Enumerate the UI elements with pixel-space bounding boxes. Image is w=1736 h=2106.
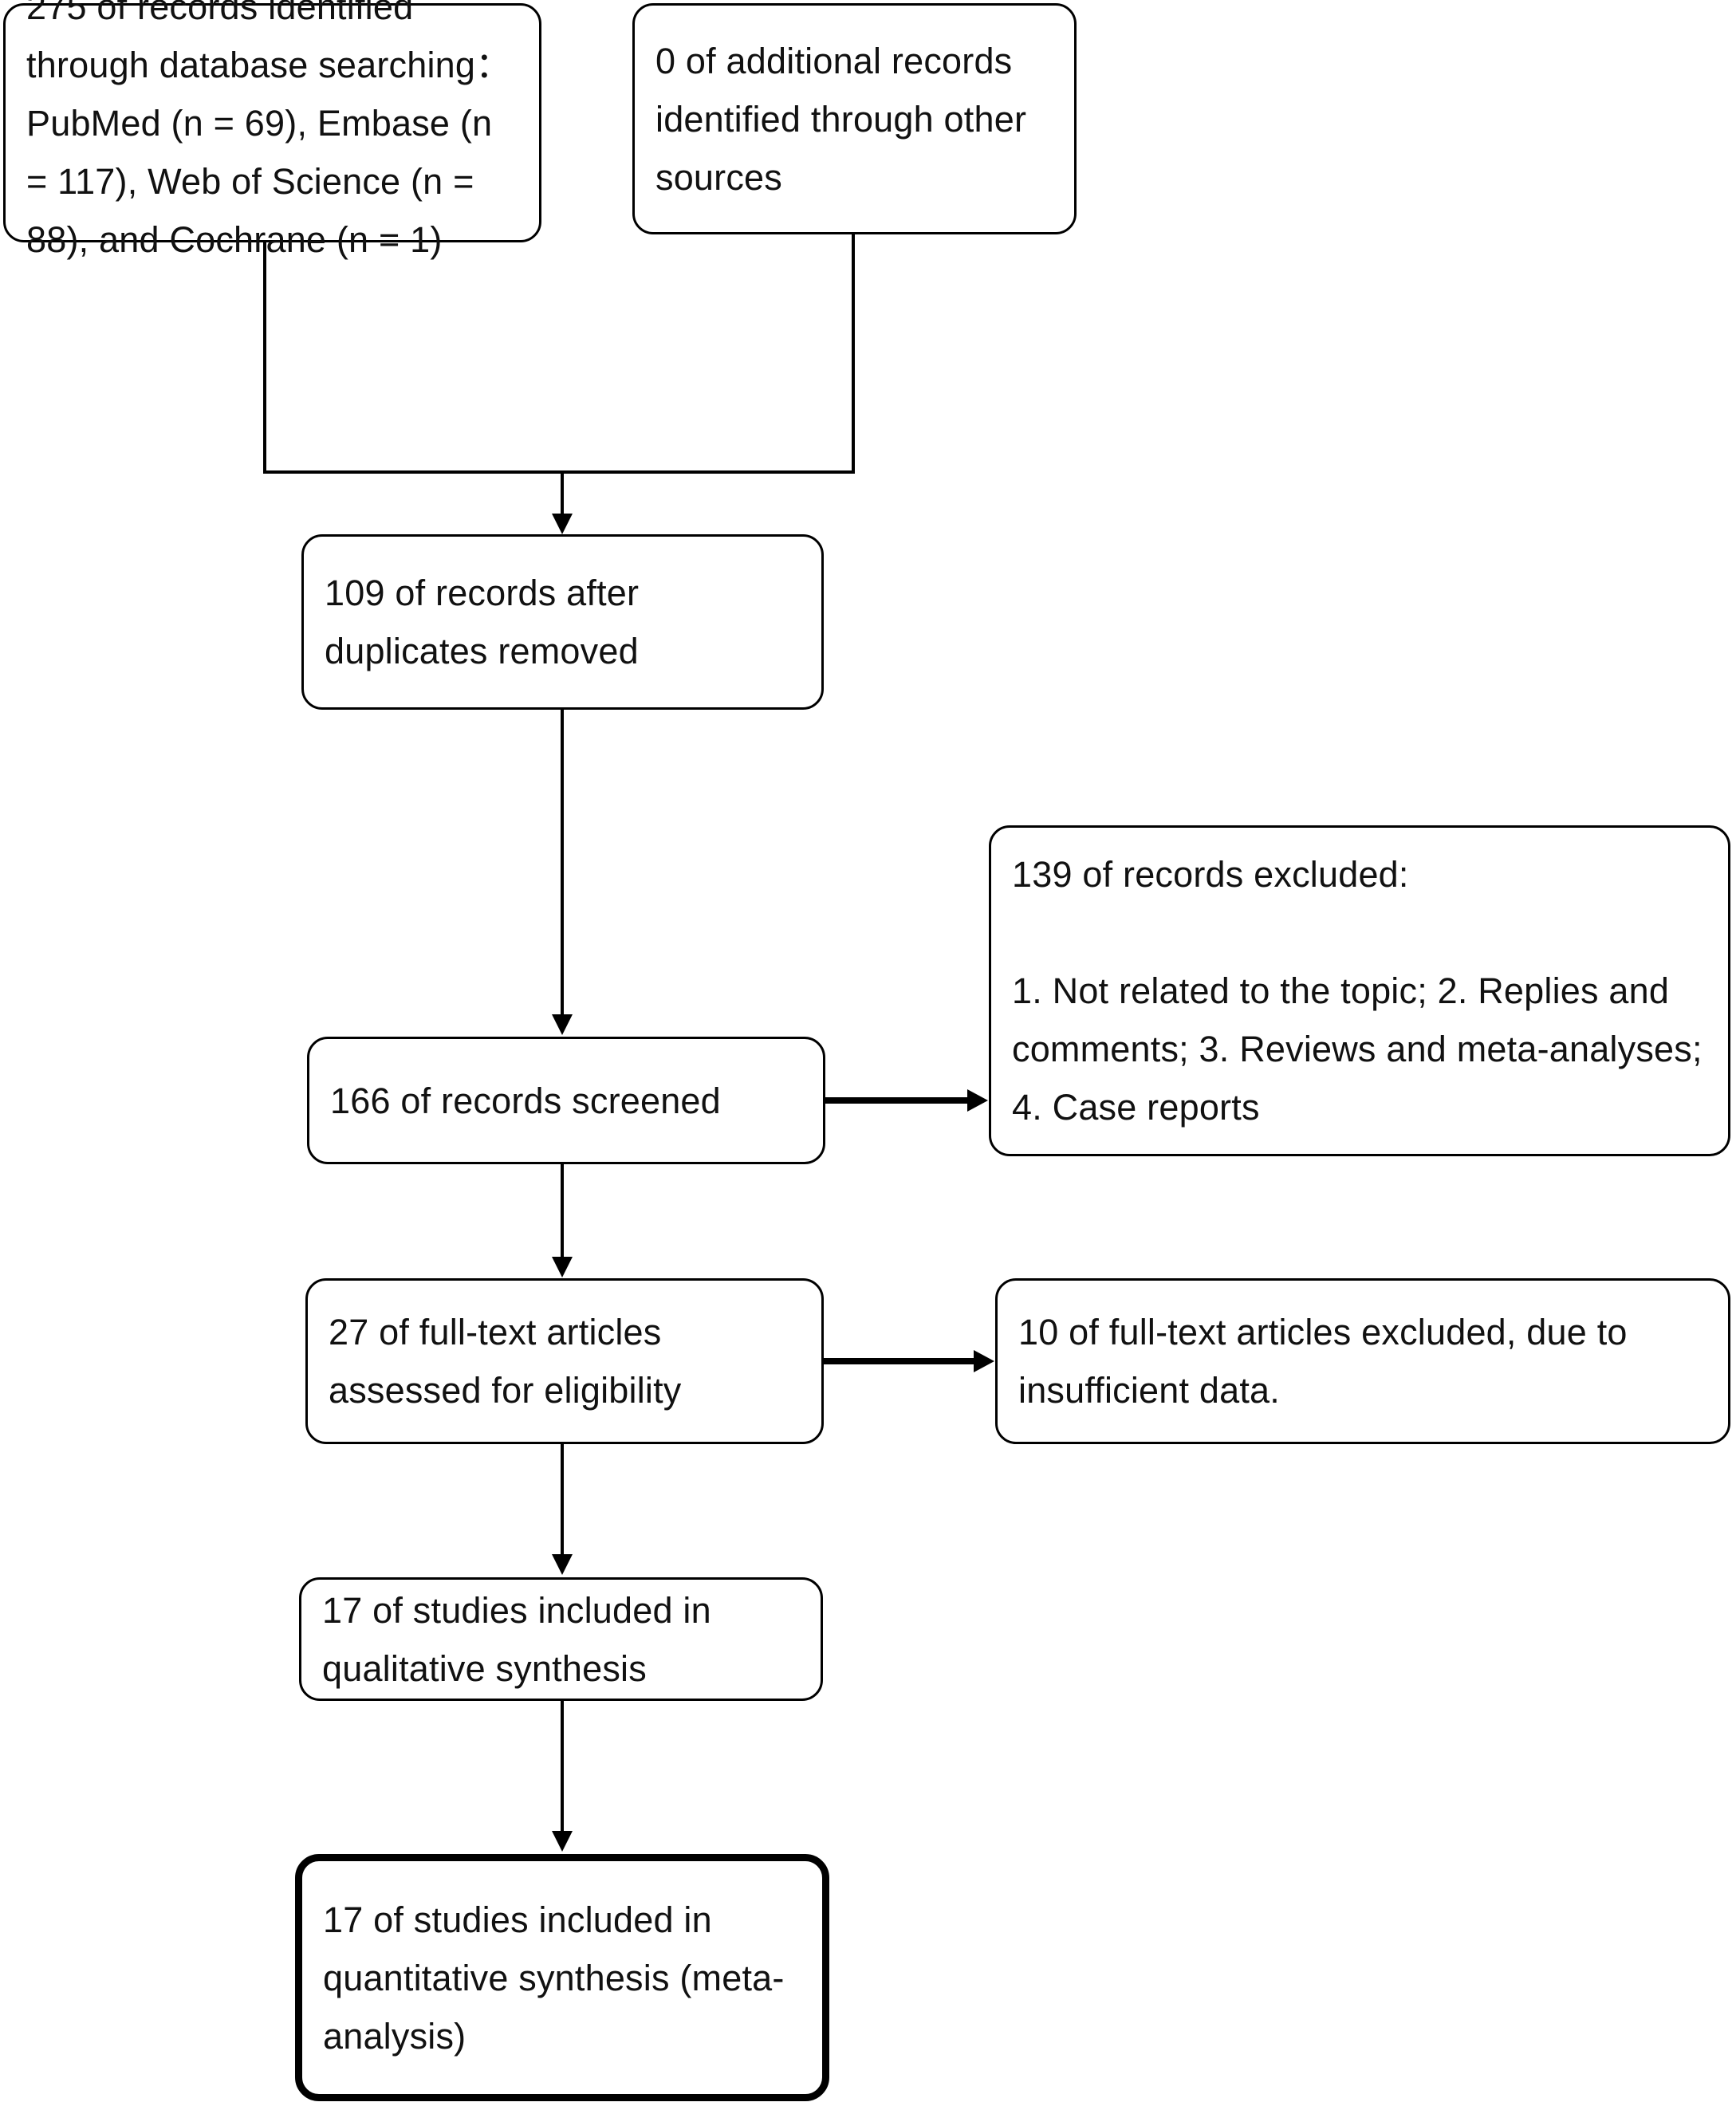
- full-text-articles-assessed-box: 27 of full-text articles assessed for el…: [305, 1278, 824, 1444]
- arrow-merge-to-duplicates: [552, 514, 573, 534]
- full-text-articles-assessed-text: 27 of full-text articles assessed for el…: [329, 1312, 682, 1411]
- arrow-fulltext-to-excluded: [974, 1350, 994, 1372]
- studies-included-qualitative-text: 17 of studies included in qualitative sy…: [322, 1589, 711, 1689]
- arrow-qualitative-to-quantitative: [552, 1831, 573, 1852]
- records-identified-database-box: 275 of records identified through databa…: [3, 0, 541, 260]
- records-after-duplicates-removed-text: 109 of records after duplicates removed: [325, 573, 640, 671]
- edge-fulltext-to-qualitative: [561, 1444, 564, 1556]
- arrow-screened-to-excluded: [967, 1089, 988, 1112]
- edge-screened-to-excluded: [825, 1097, 969, 1104]
- edge-qualitative-to-quantitative: [561, 1701, 564, 1832]
- records-screened-box: 166 of records screened: [307, 1037, 825, 1164]
- records-excluded-box: 139 of records excluded: 1. Not related …: [989, 825, 1730, 1156]
- edge-screened-to-fulltext: [561, 1164, 564, 1258]
- records-screened-text: 166 of records screened: [330, 1080, 721, 1121]
- edge-identified-database-down: [263, 242, 266, 474]
- edge-merge-bus: [263, 470, 855, 474]
- arrow-duplicates-to-screened: [552, 1014, 573, 1035]
- studies-included-qualitative-box: 17 of studies included in qualitative sy…: [299, 1577, 823, 1701]
- studies-included-quantitative-box: 17 of studies included in quantitative s…: [295, 1854, 829, 2101]
- records-after-duplicates-removed-box: 109 of records after duplicates removed: [301, 534, 824, 710]
- full-text-articles-excluded-box: 10 of full-text articles excluded, due t…: [995, 1278, 1730, 1444]
- arrow-fulltext-to-qualitative: [552, 1554, 573, 1575]
- edge-merge-to-duplicates: [561, 470, 564, 515]
- arrow-screened-to-fulltext: [552, 1257, 573, 1277]
- records-identified-database-text: 275 of records identified through databa…: [26, 0, 512, 260]
- edge-duplicates-to-screened: [561, 710, 564, 1016]
- edge-fulltext-to-excluded: [824, 1358, 975, 1364]
- records-excluded-text: 139 of records excluded: 1. Not related …: [1012, 854, 1703, 1128]
- studies-included-quantitative-text: 17 of studies included in quantitative s…: [323, 1899, 785, 2057]
- records-identified-other-sources-box: 0 of additional records identified throu…: [632, 3, 1077, 234]
- full-text-articles-excluded-text: 10 of full-text articles excluded, due t…: [1018, 1312, 1628, 1411]
- records-identified-other-sources-text: 0 of additional records identified throu…: [655, 40, 1027, 198]
- edge-identified-other-down: [852, 234, 855, 474]
